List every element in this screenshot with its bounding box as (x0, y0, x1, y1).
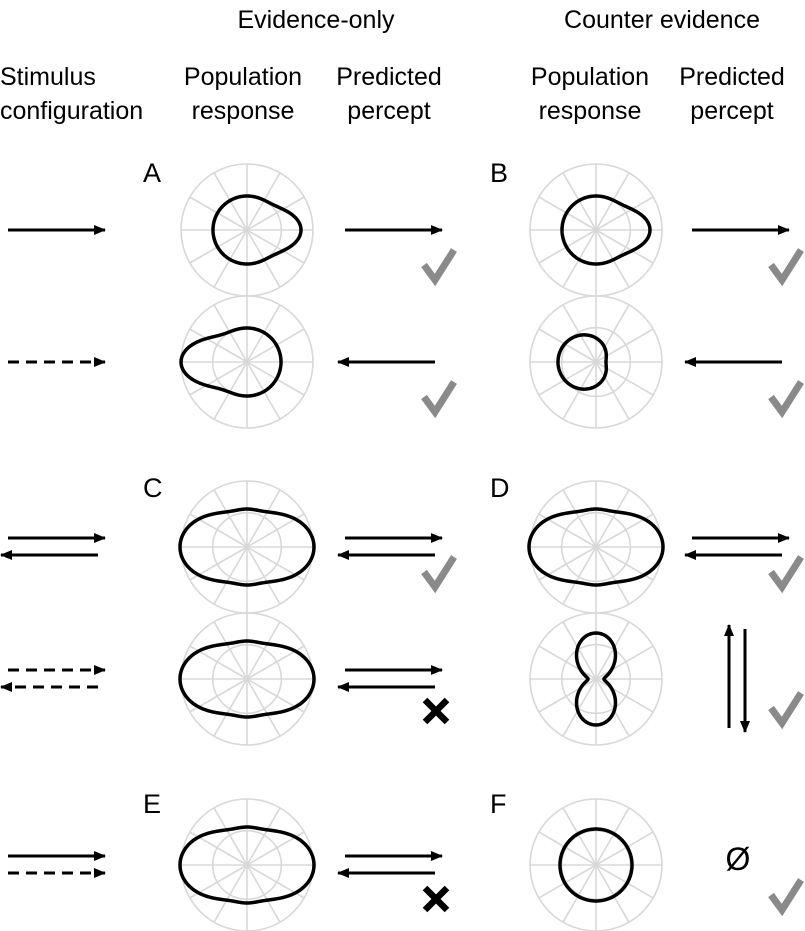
null-percept-symbol: Ø (726, 841, 751, 877)
population-response-rightward-lobe (211, 194, 303, 266)
population-response-cardioid-left (556, 333, 609, 391)
ce-percept-row-d2 (724, 624, 750, 733)
population-response-circle (558, 827, 634, 903)
stimulus-row-c2 (0, 665, 106, 692)
check-icon (768, 555, 804, 594)
population-response-horizontal-bilobe (178, 639, 316, 719)
stimulus-row-c (0, 533, 106, 560)
counter-evidence-title: Counter evidence (564, 6, 760, 34)
population-response-horizontal-bilobe (178, 507, 316, 587)
population-response-curves (178, 194, 665, 905)
eo-percept-header-line1: Predicted (336, 63, 442, 91)
panel-label-c: C (143, 473, 163, 503)
polar-grid-r3-c2 (529, 480, 663, 614)
panel-label-a: A (143, 158, 161, 188)
stimulus-header-line1: Stimulus (0, 63, 96, 91)
check-icon (768, 878, 804, 917)
panel-label-d: D (490, 473, 510, 503)
eo-population-header-line1: Population (184, 63, 302, 91)
ce-population-header-line2: response (539, 97, 642, 125)
stimulus-row-e (8, 851, 106, 878)
panel-label-f: F (490, 789, 507, 819)
check-icon (768, 248, 804, 287)
ce-percept-row-d (684, 533, 790, 560)
polar-grid-r3-c1 (180, 480, 314, 614)
population-response-rightward-lobe (560, 194, 652, 266)
polar-grid-r1-c2 (529, 163, 663, 297)
cross-icon (422, 697, 450, 725)
check-icon (768, 691, 804, 730)
panel-label-b: B (490, 158, 508, 188)
polar-grids (180, 163, 663, 931)
check-icon (421, 380, 457, 419)
ce-population-header-line1: Population (531, 63, 649, 91)
cross-icon (422, 885, 450, 913)
polar-grid-r2-c2 (529, 295, 663, 429)
polar-grid-r5-c2 (529, 798, 663, 931)
polar-grid-r4-c1 (180, 612, 314, 746)
eo-population-header-line2: response (192, 97, 295, 125)
population-response-horizontal-bilobe (527, 507, 665, 587)
eo-percept-row-c (337, 533, 443, 560)
check-icon (421, 555, 457, 594)
population-response-vertical-figure-eight (574, 631, 618, 727)
population-response-leftward-lobe (179, 326, 283, 398)
population-response-horizontal-bilobe (178, 825, 316, 905)
polar-grid-r2-c1 (180, 295, 314, 429)
check-icon (768, 380, 804, 419)
eo-percept-header-line2: percept (347, 97, 430, 125)
eo-percept-row-e (337, 851, 443, 878)
panel-label-e: E (143, 789, 161, 819)
evidence-only-title: Evidence-only (237, 6, 395, 34)
check-icon (421, 248, 457, 287)
ce-percept-header-line1: Predicted (679, 63, 785, 91)
stimulus-header-line2: configuration (0, 97, 143, 125)
eo-percept-row-c2 (337, 665, 443, 692)
ce-percept-header-line2: percept (690, 97, 773, 125)
polar-grid-r4-c2 (529, 612, 663, 746)
polar-grid-r5-c1 (180, 798, 314, 931)
polar-grid-r1-c1 (180, 163, 314, 297)
